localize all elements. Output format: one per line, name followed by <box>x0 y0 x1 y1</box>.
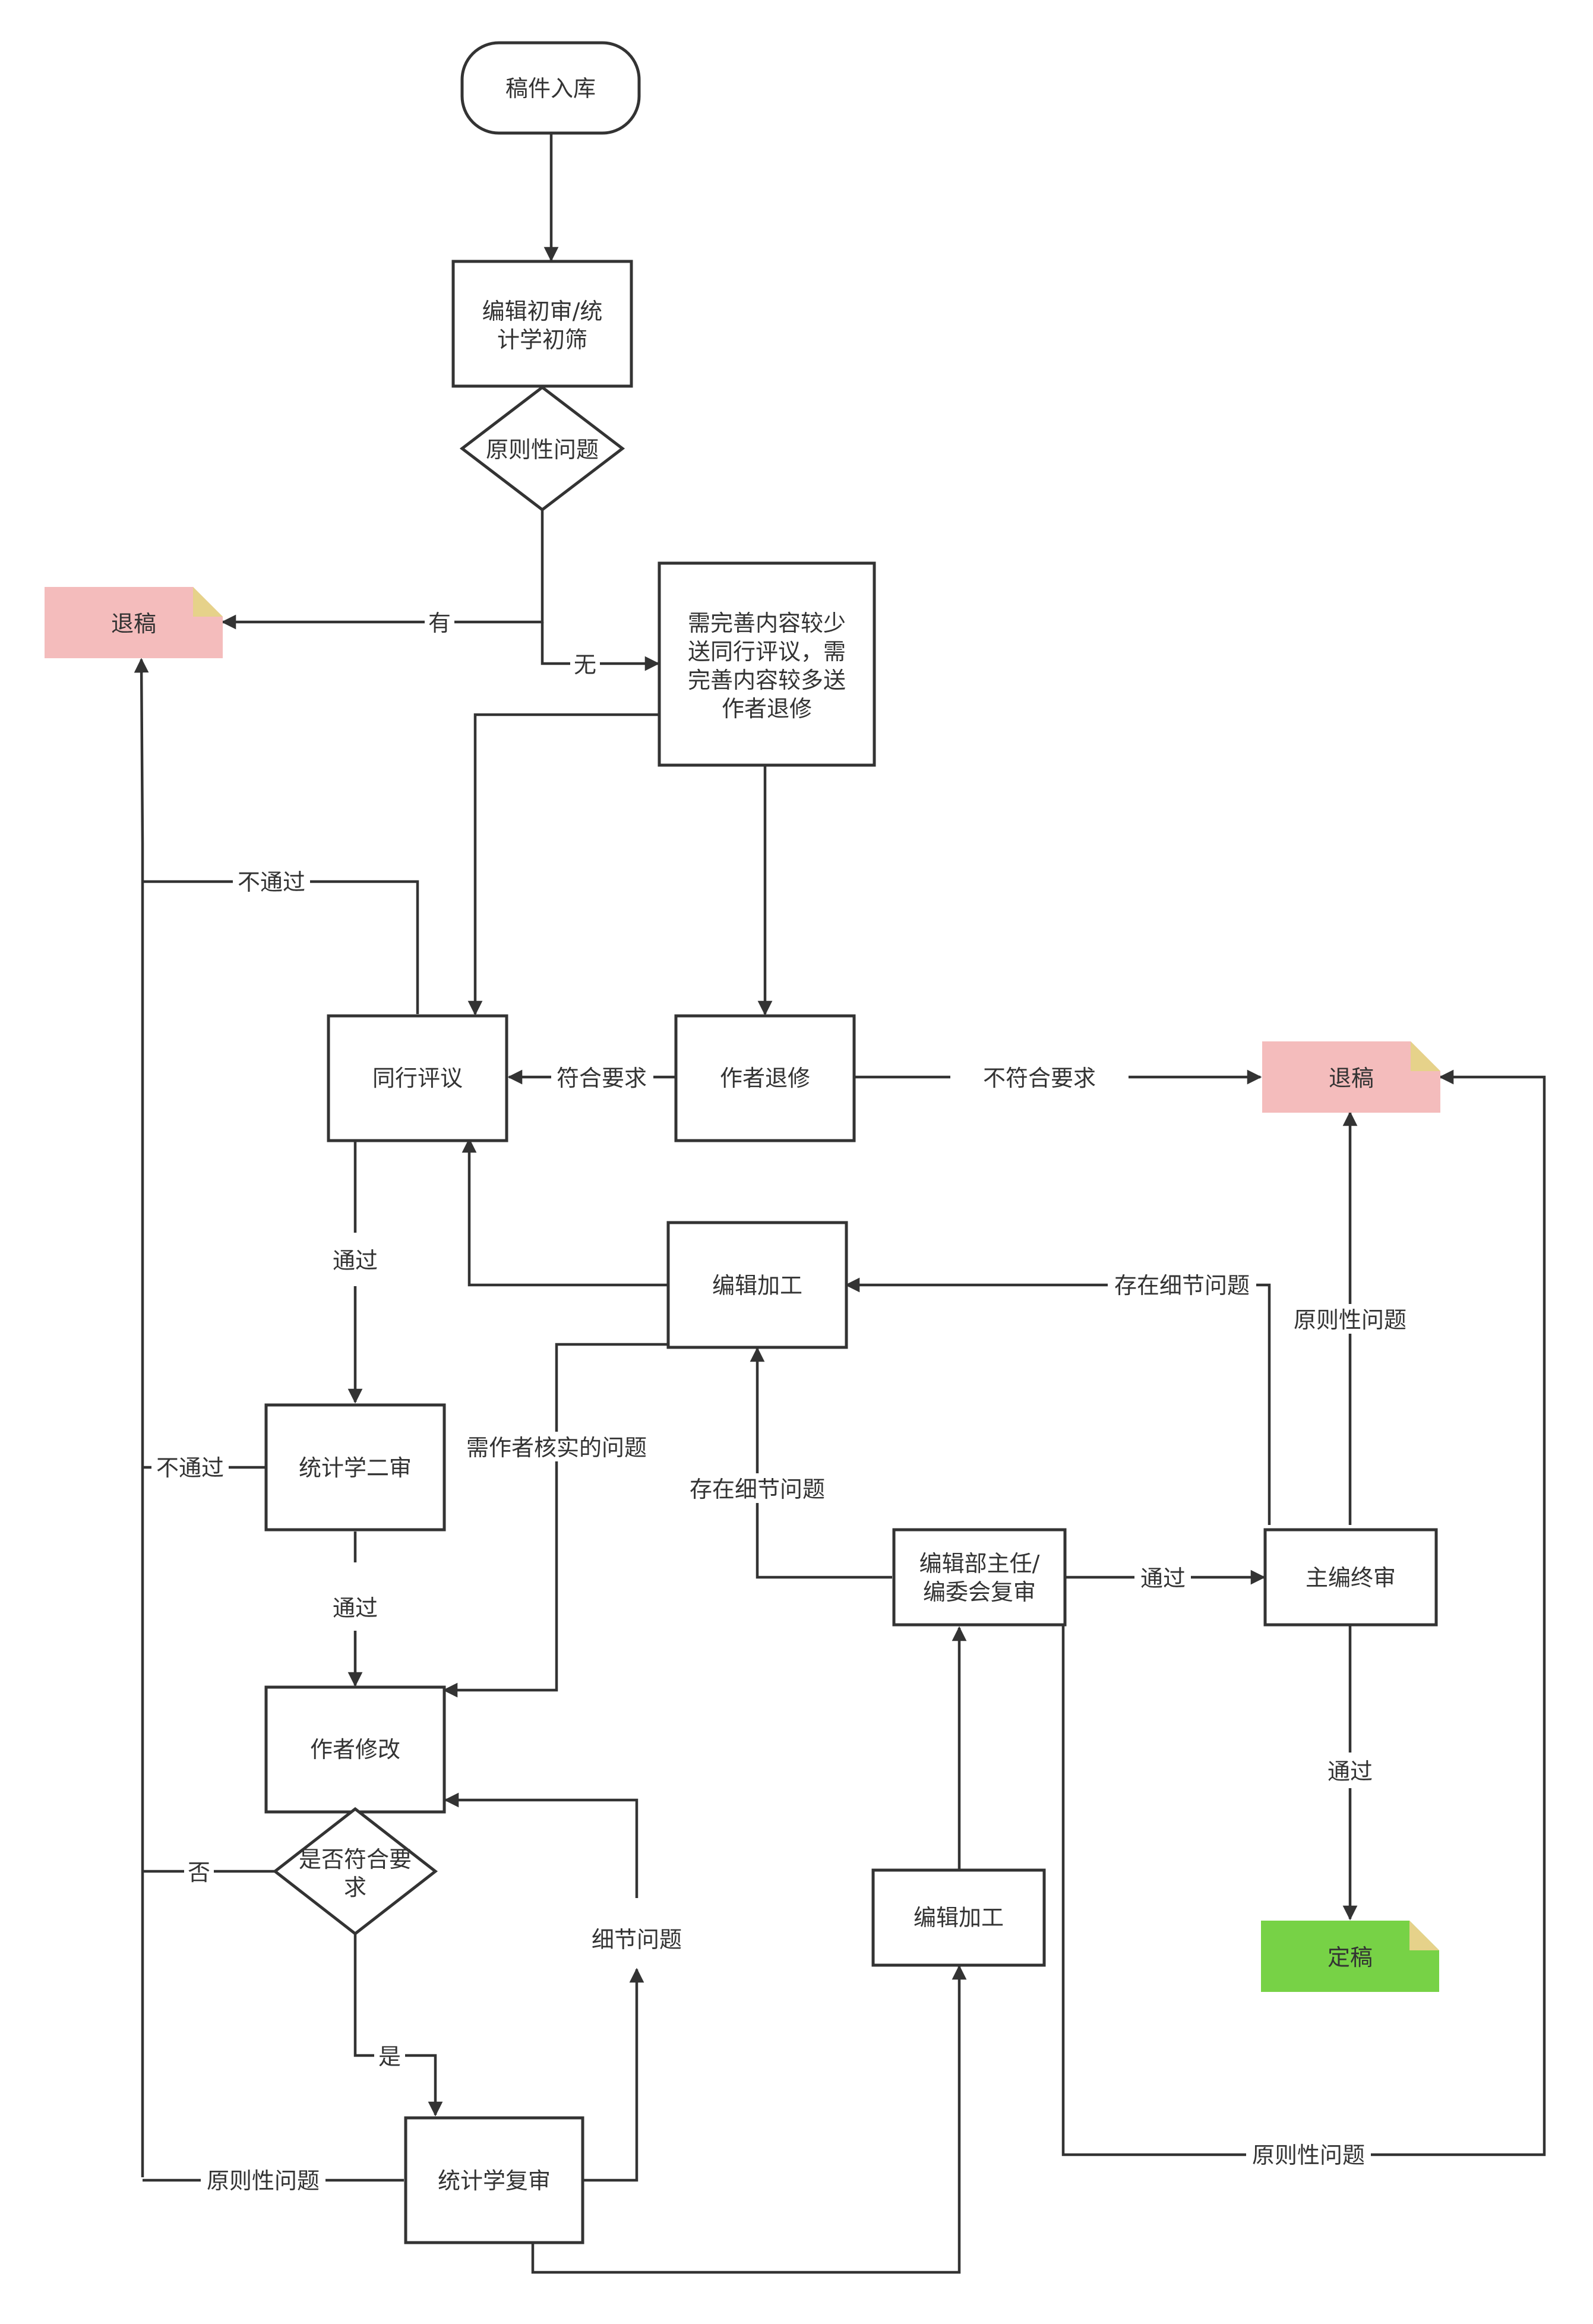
route-decision-label-1: 需完善内容较少 <box>688 610 846 636</box>
principle-issue-diamond-label: 原则性问题 <box>486 437 599 463</box>
edge-peer-notpass <box>143 880 419 1014</box>
dept-head-review-label-2: 编委会复审 <box>923 1579 1036 1605</box>
stat-second-review-node[interactable]: 统计学二审 <box>264 1403 446 1532</box>
edge-detail-to-author-revise <box>444 1792 639 1898</box>
reject-note-right-label: 退稿 <box>1329 1065 1374 1091</box>
chief-final-review-label: 主编终审 <box>1306 1565 1396 1591</box>
route-decision-label-3: 完善内容较多送 <box>688 667 846 693</box>
edge-label-pass-4: 通过 <box>1328 1758 1373 1785</box>
meets-requirement-diamond[interactable]: 是否符合要 求 <box>272 1807 438 1936</box>
route-decision-label-4: 作者退修 <box>722 696 812 722</box>
stat-recheck-node[interactable]: 统计学复审 <box>404 2116 584 2244</box>
editor-initial-review-label-1: 编辑初审/统 <box>482 298 603 324</box>
edge-label-detail-issue-2: 存在细节问题 <box>690 1476 825 1502</box>
editor-initial-review-label-2: 计学初筛 <box>497 327 587 353</box>
edge-dept-principle-to-reject-right <box>1061 1069 1546 2156</box>
edge-chief-to-editing1 <box>845 1277 1271 1525</box>
edge-label-none: 无 <box>574 652 596 678</box>
peer-review-node[interactable]: 同行评议 <box>327 1014 508 1142</box>
edge-dept-to-editing1 <box>750 1347 892 1579</box>
author-revise-node[interactable]: 作者修改 <box>264 1685 446 1814</box>
edge-route-to-peer <box>467 713 658 1016</box>
edge-label-principle-issue-4: 原则性问题 <box>1252 2142 1365 2168</box>
edge-label-not-pass-1: 不通过 <box>238 869 305 895</box>
start-node[interactable]: 稿件入库 <box>460 41 641 135</box>
edge-stat-recheck-to-editing2 <box>531 1965 967 2274</box>
edge-left-trunk <box>134 658 149 2177</box>
edge-label-pass-3: 通过 <box>1140 1565 1186 1592</box>
edge-label-principle-issue-2: 原则性问题 <box>1294 1307 1406 1333</box>
peer-review-label: 同行评议 <box>372 1065 463 1091</box>
chief-final-review-node[interactable]: 主编终审 <box>1263 1528 1438 1627</box>
edge-label-principle-issue-3: 原则性问题 <box>207 2168 320 2194</box>
principle-issue-diamond[interactable]: 原则性问题 <box>459 385 625 512</box>
edge-label-not-meets-req: 不符合要求 <box>983 1065 1096 1091</box>
reject-note-right[interactable]: 退稿 <box>1262 1041 1440 1113</box>
edge-editing1-to-author-revise <box>442 1343 667 1698</box>
nodes: 稿件入库 编辑初审/统 计学初筛 原则性问题 退稿 需完善内容较少 送同行评议，… <box>45 41 1440 2244</box>
editing-node-2[interactable]: 编辑加工 <box>871 1868 1046 1967</box>
dept-head-review-node[interactable]: 编辑部主任/ 编委会复审 <box>892 1528 1067 1627</box>
edge-label-yes: 是 <box>378 2044 401 2070</box>
editor-initial-review-node[interactable]: 编辑初审/统 计学初筛 <box>451 260 633 388</box>
edge-stat-recheck-detail <box>582 1968 644 2182</box>
edge-label-pass-2: 通过 <box>333 1595 378 1621</box>
editing-node-2-label: 编辑加工 <box>914 1905 1004 1931</box>
edge-label-no: 否 <box>188 1859 210 1886</box>
stat-second-review-label: 统计学二审 <box>299 1455 412 1481</box>
edge-label-meets-req: 符合要求 <box>557 1065 647 1091</box>
edge-principle1-to-reject-left <box>221 510 544 630</box>
editing-node-1[interactable]: 编辑加工 <box>666 1221 848 1349</box>
edge-meets-yes <box>353 1934 443 2117</box>
stat-recheck-label: 统计学复审 <box>438 2168 551 2194</box>
edge-principle1-to-route <box>541 622 660 671</box>
reject-note-left[interactable]: 退稿 <box>45 587 223 658</box>
edge-editing1-to-peer <box>462 1138 667 1287</box>
final-accept-note[interactable]: 定稿 <box>1261 1921 1439 1992</box>
start-node-label: 稿件入库 <box>505 75 596 102</box>
meets-requirement-label-2: 求 <box>344 1874 366 1900</box>
author-revision-label: 作者退修 <box>720 1065 810 1091</box>
edge-label-yes-has: 有 <box>428 610 451 636</box>
edge-label-detail-issue-3: 细节问题 <box>592 1927 682 1953</box>
author-revision-node[interactable]: 作者退修 <box>674 1014 856 1142</box>
route-decision-node[interactable]: 需完善内容较少 送同行评议，需 完善内容较多送 作者退修 <box>658 561 876 767</box>
edge-label-not-pass-2: 不通过 <box>156 1455 224 1481</box>
edge-label-detail-issue-1: 存在细节问题 <box>1114 1272 1250 1299</box>
dept-head-review-label-1: 编辑部主任/ <box>919 1551 1040 1577</box>
editing-node-1-label: 编辑加工 <box>712 1272 802 1299</box>
final-accept-label: 定稿 <box>1328 1944 1373 1971</box>
edge-label-author-verify: 需作者核实的问题 <box>466 1435 647 1461</box>
edge-label-pass-1: 通过 <box>333 1248 378 1274</box>
route-decision-label-2: 送同行评议，需 <box>688 639 846 665</box>
edge-labels: 有 无 不通过 符合要求 不符合要求 通过 存在细节问题 原则性问题 需作者核实… <box>151 607 1412 2195</box>
author-revise-label: 作者修改 <box>310 1736 400 1763</box>
reject-note-left-label: 退稿 <box>111 611 156 637</box>
meets-requirement-label-1: 是否符合要 <box>299 1846 412 1873</box>
